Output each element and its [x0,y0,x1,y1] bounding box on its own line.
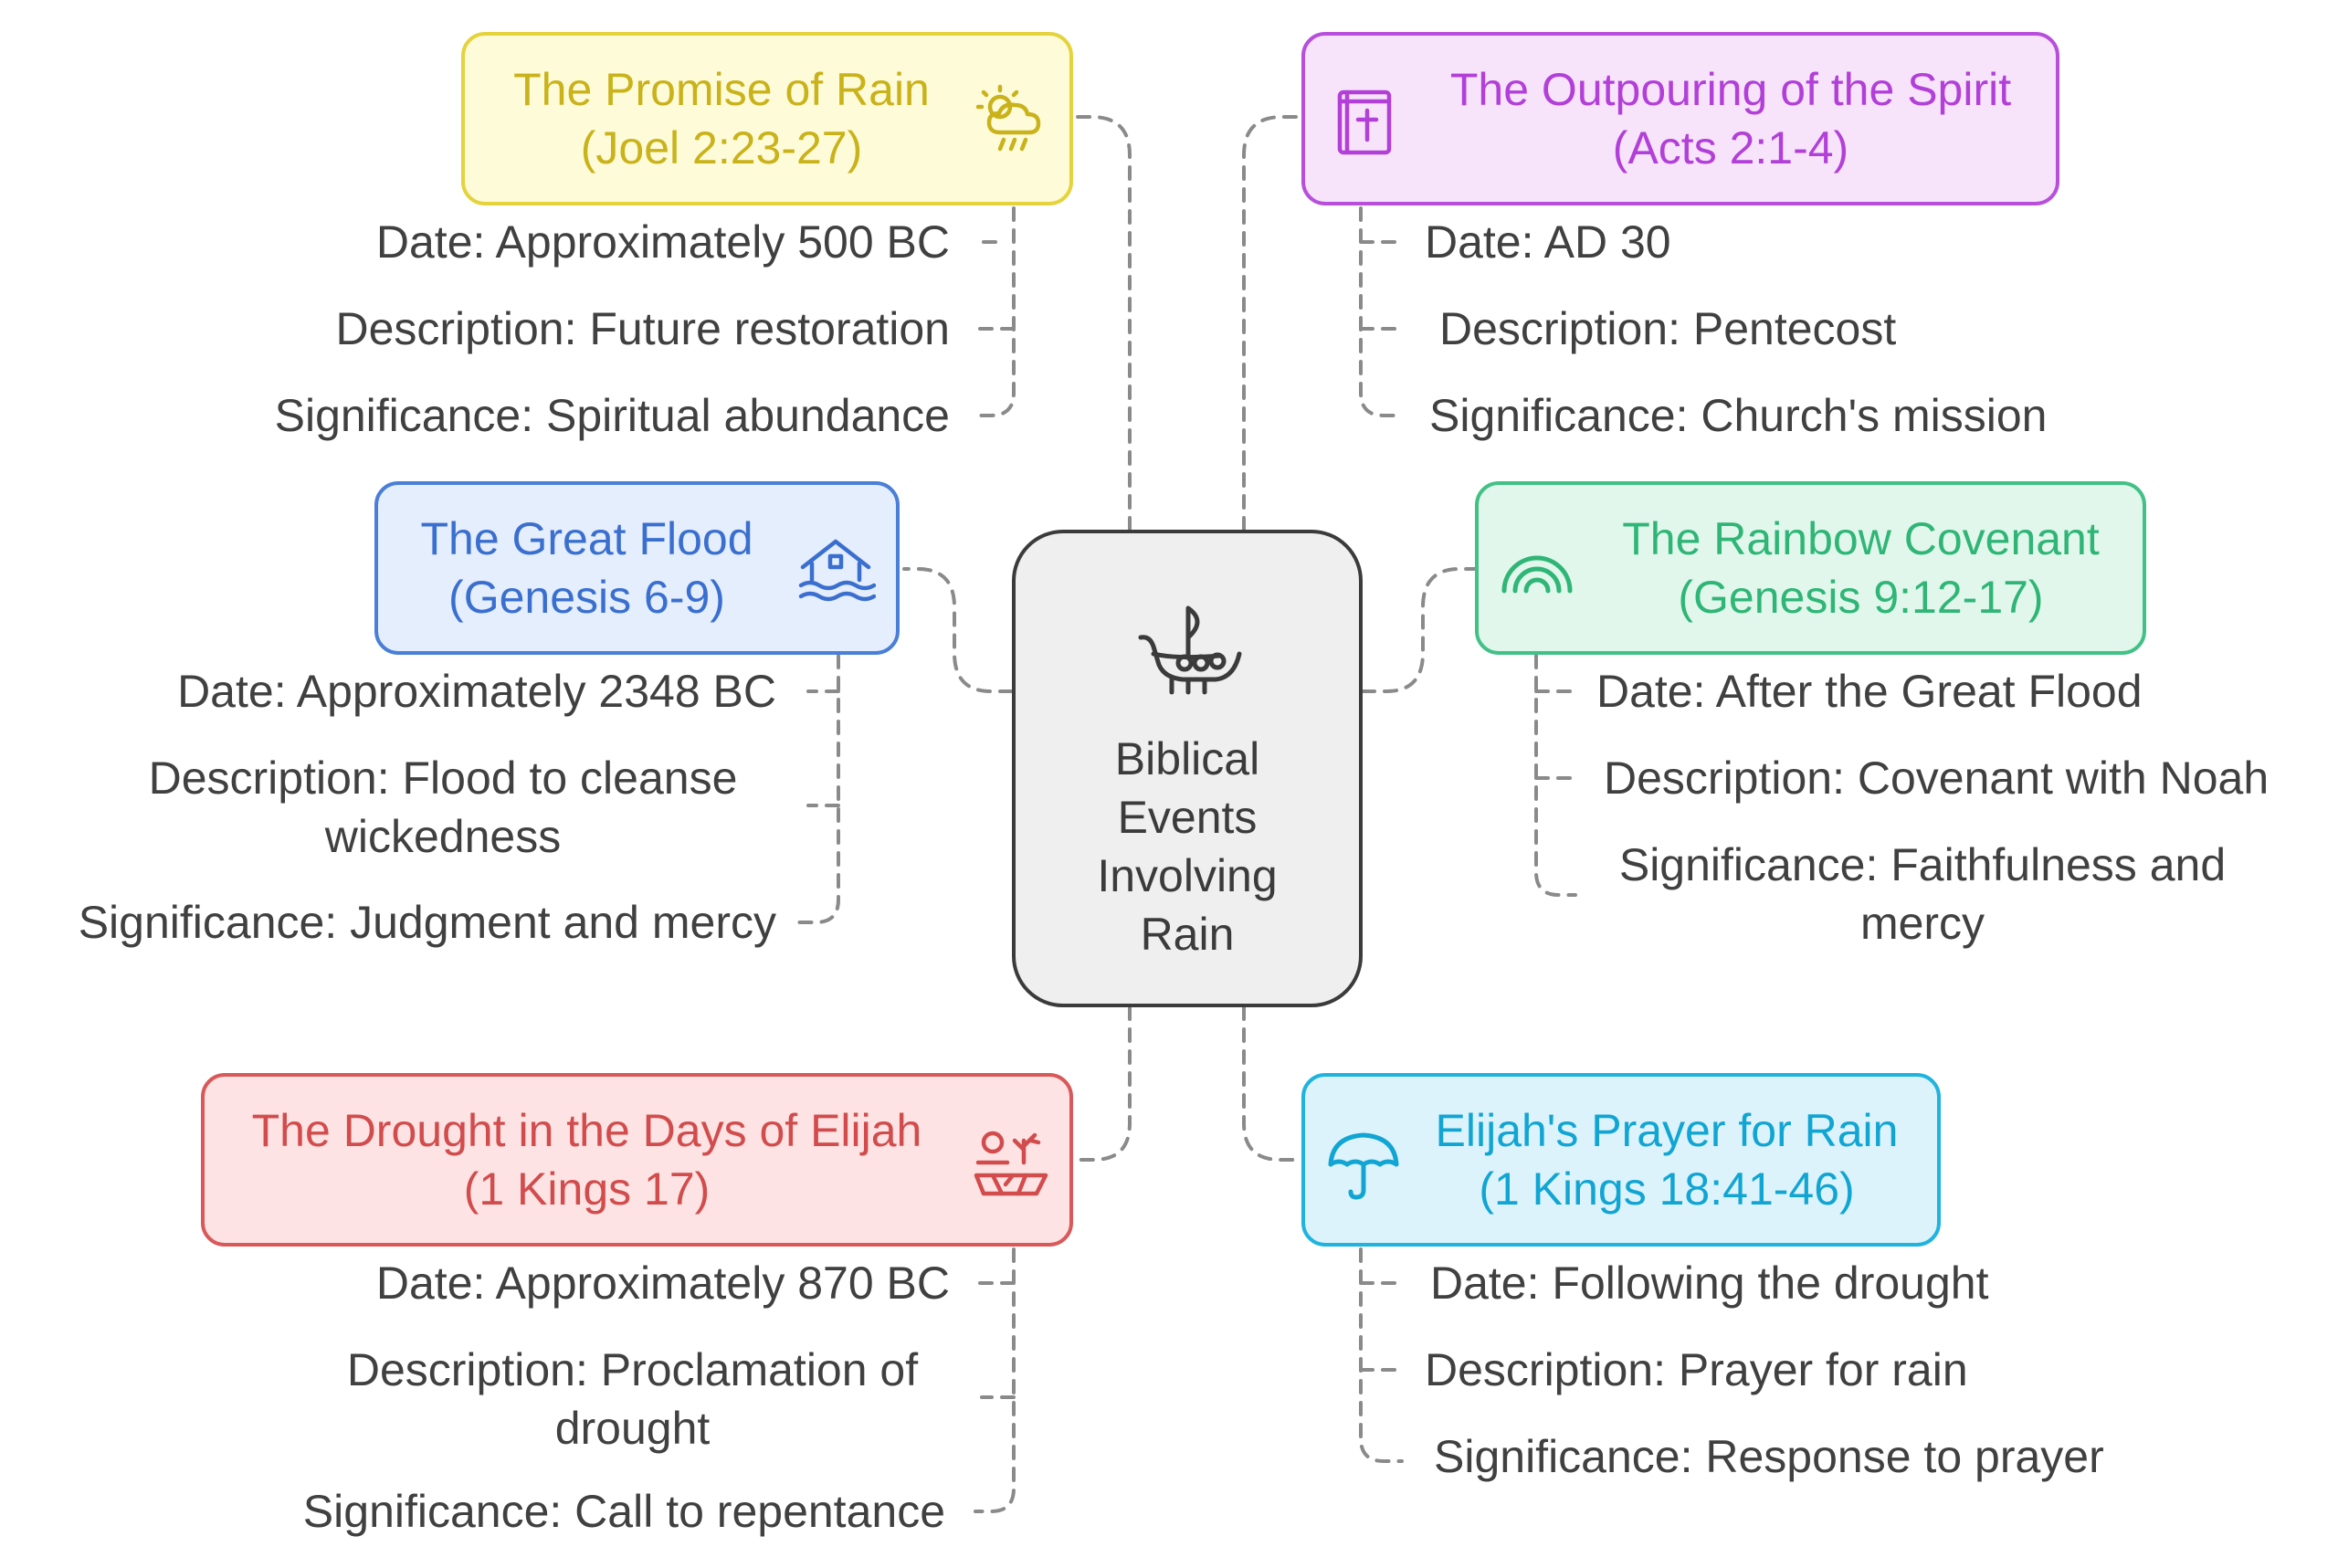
prayer-date: Date: Following the drought [1430,1258,1989,1309]
connector-drought [1076,1005,1132,1162]
umbrella-icon [1328,1132,1399,1200]
node-promise-of-rain: The Promise of Rain (Joel 2:23-27) [461,32,1073,205]
flood-significance: Significance: Judgment and mercy [78,897,776,948]
node-title: The Great Flood (Genesis 6-9) [420,513,753,623]
bracket-rainbow [1534,654,1577,897]
drought-date: Date: Approximately 870 BC [375,1258,950,1309]
bible-icon [1337,89,1392,155]
outpouring-description: Description: Pentecost [1439,303,1897,354]
outpouring-significance: Significance: Church's mission [1429,390,2048,441]
center-label: Biblical Events Involving Rain [1097,733,1278,960]
drought-significance: Significance: Call to repentance [302,1486,945,1537]
prayer-significance: Significance: Response to prayer [1434,1431,2104,1482]
node-outpouring-of-spirit: The Outpouring of the Spirit (Acts 2:1-4… [1301,32,2059,205]
drought-icon [974,1131,1048,1196]
node-elijah-prayer: Elijah's Prayer for Rain (1 Kings 18:41-… [1301,1073,1941,1247]
connector-flood [902,567,1014,693]
rainbow-description: Description: Covenant with Noah [1604,752,2270,804]
connector-promise [1076,115,1132,531]
node-title: The Outpouring of the Spirit (Acts 2:1-4… [1449,64,2012,174]
outpouring-date: Date: AD 30 [1425,216,1671,268]
node-title: The Rainbow Covenant (Genesis 9:12-17) [1622,513,2100,623]
promise-description: Description: Future restoration [335,303,950,354]
bracket-outpouring [1359,206,1404,417]
rainbow-significance: Significance: Faithfulness and mercy [1618,839,2227,949]
prayer-description: Description: Prayer for rain [1425,1344,1968,1395]
ship-icon [1138,605,1242,695]
bracket-flood [797,654,840,924]
connector-rainbow [1361,567,1477,693]
center-node: Biblical Events Involving Rain [1012,530,1363,1007]
bracket-drought [974,1247,1016,1513]
bracket-promise [974,206,1016,417]
promise-date: Date: Approximately 500 BC [375,216,950,268]
node-title: The Drought in the Days of Elijah (1 Kin… [251,1105,922,1215]
drought-description: Description: Proclamation of drought [346,1344,919,1454]
node-title: The Promise of Rain (Joel 2:23-27) [513,64,930,174]
node-great-flood: The Great Flood (Genesis 6-9) [374,481,900,655]
node-title: Elijah's Prayer for Rain (1 Kings 18:41-… [1435,1105,1899,1215]
node-drought-elijah: The Drought in the Days of Elijah (1 Kin… [201,1073,1073,1247]
connector-outpouring [1242,115,1299,531]
flooded-house-icon [798,539,876,602]
rainbow-icon [1501,555,1573,594]
flood-description: Description: Flood to cleanse wickedness [148,752,738,862]
flood-date: Date: Approximately 2348 BC [177,666,776,717]
promise-significance: Significance: Spiritual abundance [274,390,950,441]
connector-prayer [1242,1005,1299,1162]
rainbow-date: Date: After the Great Flood [1596,666,2143,717]
node-rainbow-covenant: The Rainbow Covenant (Genesis 9:12-17) [1475,481,2146,655]
sun-cloud-rain-icon [975,84,1041,152]
bracket-prayer [1359,1247,1404,1463]
